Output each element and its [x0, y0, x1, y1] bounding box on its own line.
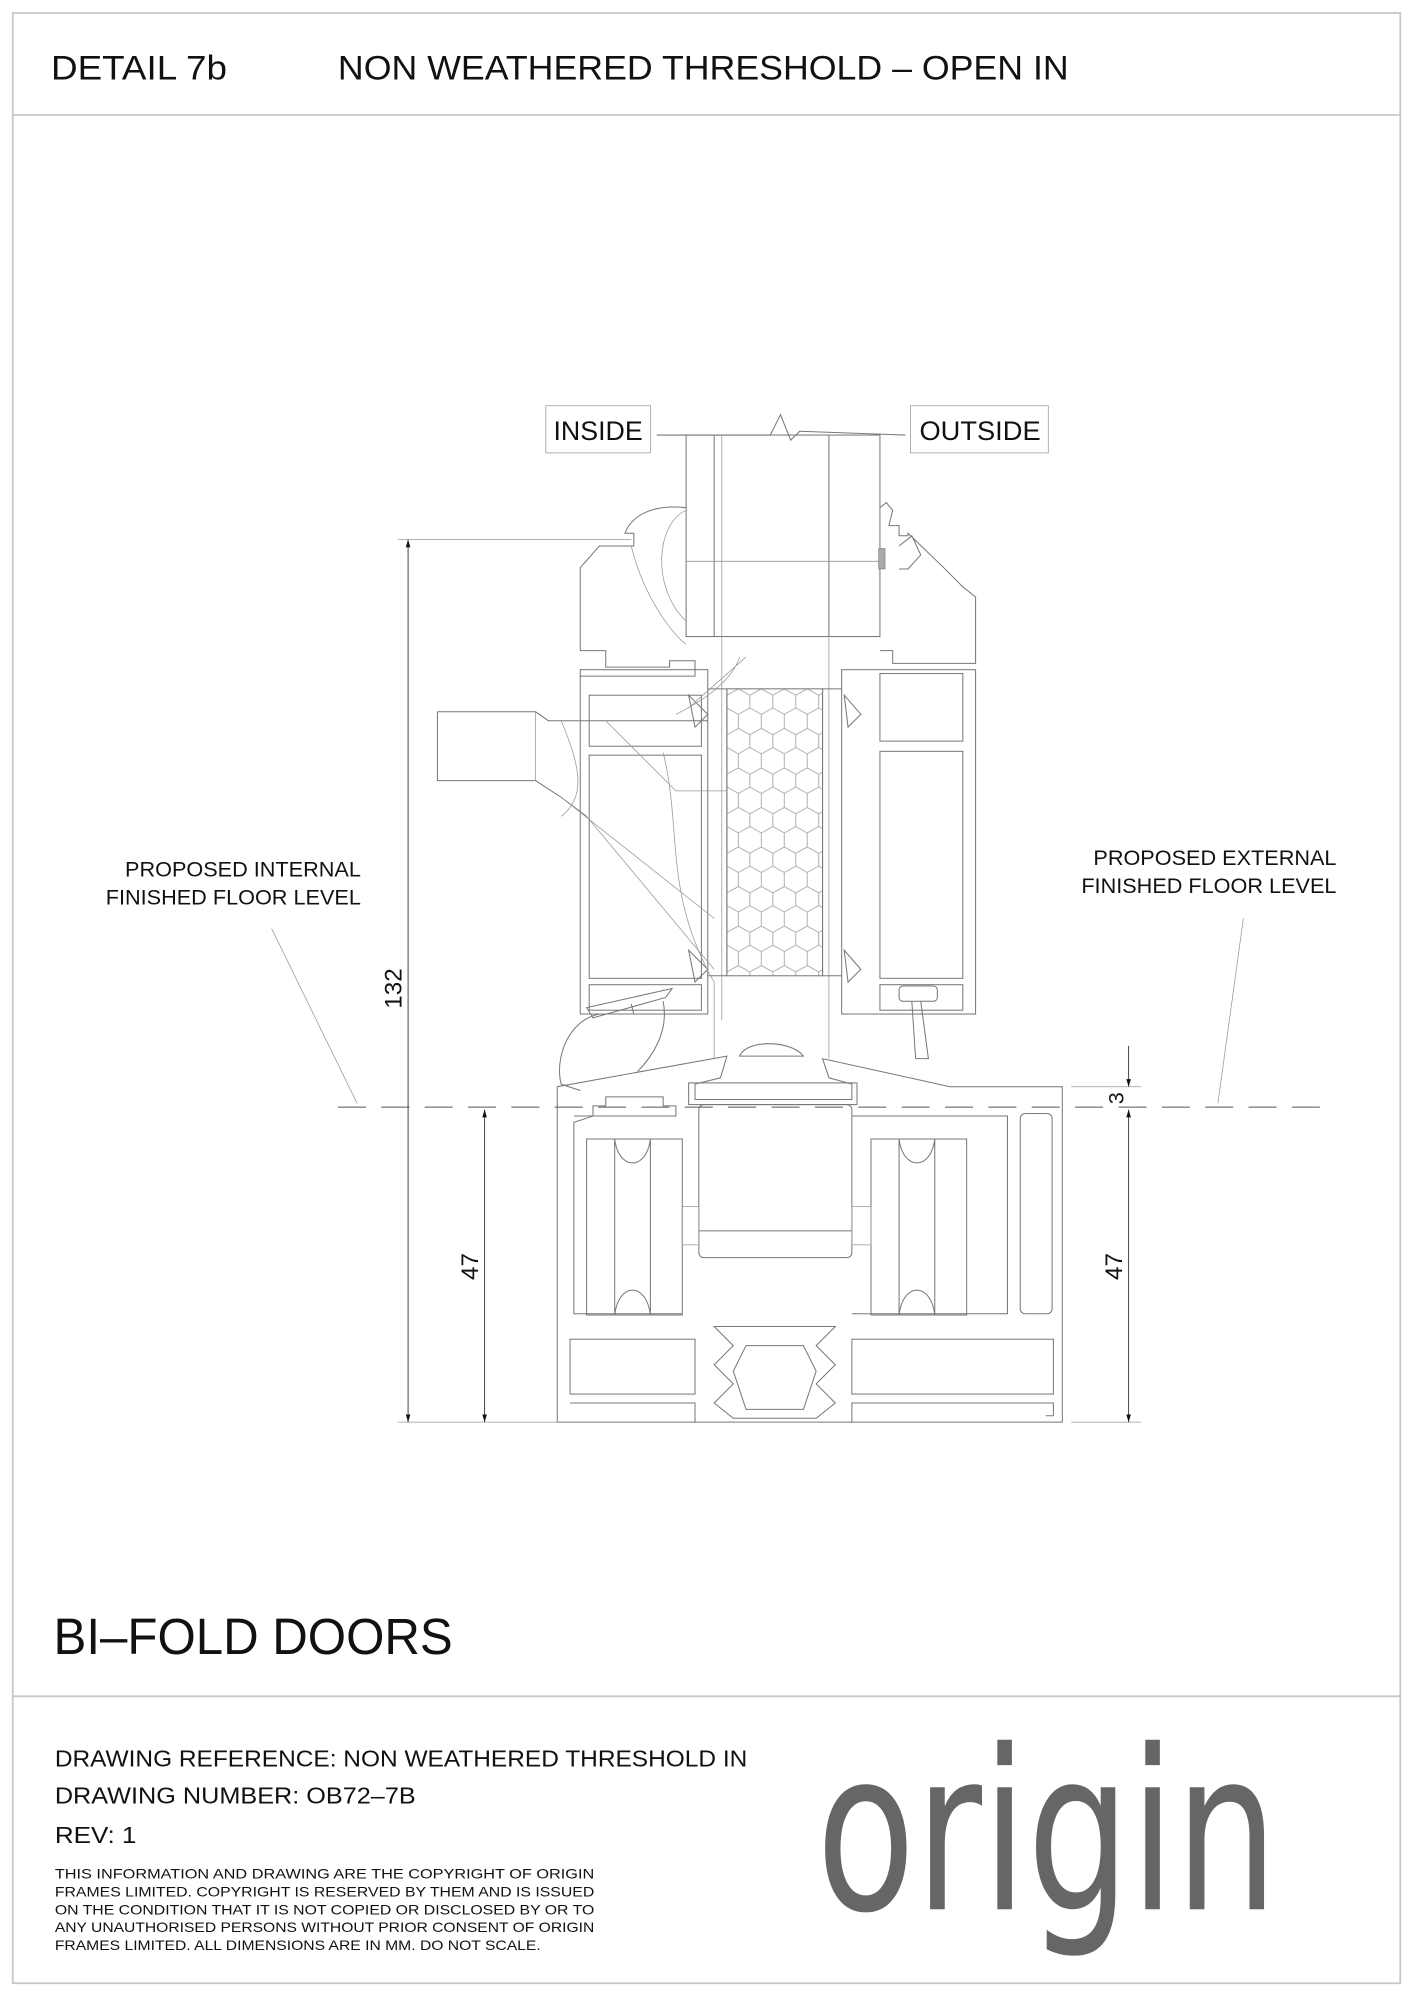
door-handle — [436, 656, 747, 1059]
outside-label-box — [910, 405, 1049, 454]
internal-floor-label-line2: FINISHED FLOOR LEVEL — [106, 884, 361, 909]
dimension-overall: 132 — [381, 539, 632, 1423]
threshold-section-drawing: INSIDE OUTSIDE — [106, 405, 1336, 1423]
bottom-brush-seal — [559, 987, 674, 1092]
external-floor-label-line2: FINISHED FLOOR LEVEL — [1081, 873, 1336, 898]
glass-unit — [656, 413, 906, 1059]
dimension-internal-47: 47 — [457, 1109, 487, 1423]
drawing-number: DRAWING NUMBER: OB72–7B — [55, 1782, 416, 1808]
drawing-reference: DRAWING REFERENCE: NON WEATHERED THRESHO… — [55, 1745, 747, 1771]
internal-floor-label-line1: PROPOSED INTERNAL — [125, 856, 361, 881]
dimension-47-right: 47 — [1101, 1253, 1128, 1280]
copyright-line: FRAMES LIMITED. COPYRIGHT IS RESERVED BY… — [55, 1884, 594, 1900]
sheet-frame — [11, 12, 1402, 1985]
dimension-3: 3 — [1104, 1092, 1129, 1104]
dimension-external-47: 47 — [1071, 1086, 1142, 1423]
inside-label: INSIDE — [553, 416, 642, 446]
threshold-profile — [556, 1043, 1063, 1423]
origin-logo: origin — [816, 1702, 1278, 1962]
roller-wheel-right — [851, 1138, 968, 1316]
inside-label-box — [545, 405, 651, 454]
copyright-notice: THIS INFORMATION AND DRAWING ARE THE COP… — [55, 1866, 595, 1953]
copyright-line: ANY UNAUTHORISED PERSONS WITHOUT PRIOR C… — [55, 1919, 594, 1935]
sash-profile — [579, 669, 977, 1015]
copyright-line: FRAMES LIMITED. ALL DIMENSIONS ARE IN MM… — [55, 1937, 541, 1953]
dimension-47-left: 47 — [457, 1253, 484, 1280]
detail-number: DETAIL 7b — [51, 49, 227, 87]
insulation-core — [726, 688, 824, 977]
roller-wheel-left — [586, 1138, 700, 1316]
copyright-line: THIS INFORMATION AND DRAWING ARE THE COP… — [55, 1866, 594, 1882]
external-gasket — [879, 501, 977, 664]
outside-label: OUTSIDE — [919, 416, 1040, 446]
dimension-upstand-3: 3 — [1104, 1045, 1131, 1104]
external-floor-label-line1: PROPOSED EXTERNAL — [1093, 845, 1336, 870]
copyright-line: ON THE CONDITION THAT IT IS NOT COPIED O… — [55, 1901, 595, 1917]
dimension-132: 132 — [381, 968, 408, 1008]
glazing-bead — [579, 506, 696, 677]
drawing-title: NON WEATHERED THRESHOLD – OPEN IN — [338, 49, 1069, 87]
revision: REV: 1 — [55, 1822, 137, 1848]
product-title: BI–FOLD DOORS — [54, 1608, 453, 1665]
